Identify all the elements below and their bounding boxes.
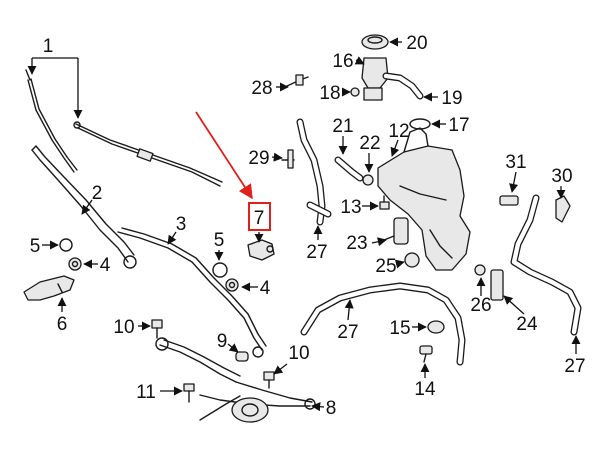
connector-28 [286,74,309,87]
callout-17: 17 [448,115,469,136]
callout-8: 8 [326,398,337,419]
callout-7: 7 [254,208,265,229]
callout-27-right: 27 [564,356,585,377]
callout-24: 24 [516,314,538,335]
clip-18 [350,87,360,97]
grommet-14 [419,345,433,363]
callout-5-left: 5 [30,236,41,257]
callout-2: 2 [92,183,103,204]
callout-4-left: 4 [100,255,111,276]
callout-18: 18 [319,83,340,104]
callout-14: 14 [414,379,436,400]
washer-nozzle [247,239,275,261]
callout-10-left: 10 [113,317,134,338]
washer-pump-23 [383,217,409,245]
callout-20: 20 [406,33,427,54]
grommet-15 [427,320,445,334]
bolt-13 [379,195,390,210]
level-sensor-24 [490,269,504,301]
wiper-arm-right [117,227,267,358]
callout-1: 1 [43,36,54,57]
cap-center [212,262,228,278]
wiper-blade-right [73,121,223,187]
grommet-22 [362,174,374,186]
filler-cap [361,34,389,50]
washer-reservoir [377,127,471,271]
bracket-30 [555,195,571,223]
callout-13: 13 [340,197,361,218]
connector-31 [499,195,519,206]
callout-30: 30 [551,166,572,187]
callout-5-center: 5 [214,230,225,251]
washer-hose-right [510,194,582,336]
callout-6: 6 [57,314,68,335]
callout-31: 31 [505,152,526,173]
wiper-linkage [155,337,316,423]
bolt-10-center [263,371,275,389]
highlight-callout-7 [195,111,271,231]
callout-11: 11 [136,382,156,403]
cap-left [59,238,73,252]
seal-17 [409,118,431,130]
callout-labels: 1 2 3 4 4 5 5 6 7 8 9 10 10 11 12 13 14 … [30,33,586,419]
bolt-10-left [151,319,163,339]
callout-16: 16 [332,51,353,72]
wiper-arm-left [31,145,137,269]
callout-21: 21 [332,116,353,137]
callout-10-center: 10 [288,343,309,364]
filler-neck [361,57,424,101]
washer-hose-middle [300,282,466,366]
grommet-9 [235,351,249,362]
callout-22: 22 [359,133,380,154]
cowl-trim [23,275,75,301]
nut-left [68,257,82,271]
callout-26: 26 [470,295,491,316]
callout-12: 12 [388,121,409,142]
leader-lines [27,37,581,412]
callout-23: 23 [346,233,367,254]
callout-9: 9 [217,331,228,352]
callout-15: 15 [389,318,410,339]
bolt-11 [183,383,195,403]
callout-28: 28 [251,78,272,99]
wiper-blade-left [25,69,78,173]
callout-25: 25 [375,256,396,277]
callout-27-middle: 27 [337,322,358,343]
callout-27-upper: 27 [306,242,327,263]
nut-center [225,278,239,292]
connector-29 [281,149,295,169]
callout-4-center: 4 [260,278,271,299]
hose-connector-21 [334,156,364,182]
grommet-26 [474,264,486,276]
callout-3: 3 [176,214,187,235]
washer-hose-upper [296,118,332,226]
callout-19: 19 [441,88,462,109]
grommet-25 [404,252,420,268]
callout-29: 29 [248,148,269,169]
